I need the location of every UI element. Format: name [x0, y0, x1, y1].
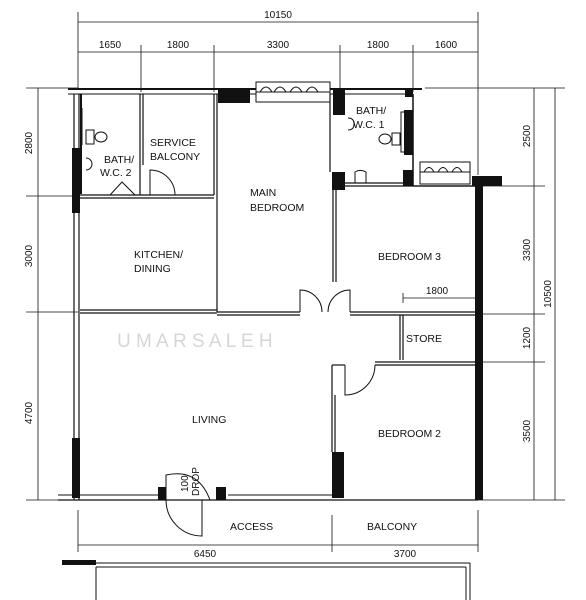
dim-bottom-2: 3700 — [394, 549, 417, 560]
door-bath-2 — [109, 181, 136, 196]
window-bath-1 — [419, 161, 471, 185]
label-bath-wc-2-2: W.C. 2 — [100, 167, 132, 179]
dim-right-total: 10500 — [543, 280, 554, 308]
interior-walls — [80, 94, 478, 452]
label-main-bedroom-1: MAIN — [250, 187, 276, 199]
store-dimension — [402, 293, 475, 303]
door-bath-1 — [354, 170, 367, 183]
watermark: U M A R S A L E H — [117, 331, 273, 352]
dim-right-4: 3500 — [522, 419, 533, 442]
toilet-bath-1 — [378, 132, 401, 146]
label-bedroom-3: BEDROOM 3 — [378, 251, 441, 263]
label-service-balcony-2: BALCONY — [150, 151, 200, 163]
window-bath-1-side — [400, 111, 412, 153]
reference-frame — [62, 560, 471, 600]
label-living: LIVING — [192, 414, 226, 426]
dim-bottom-1: 6450 — [194, 549, 217, 560]
doors — [109, 169, 376, 537]
label-balcony: BALCONY — [367, 521, 417, 533]
drop-marker — [165, 473, 211, 501]
label-store: STORE — [406, 333, 442, 345]
dim-store: 1800 — [426, 286, 449, 297]
dim-top-4: 1800 — [367, 40, 390, 51]
dim-top-total: 10150 — [264, 10, 292, 21]
dim-top-3: 3300 — [267, 40, 290, 51]
dim-left-3: 4700 — [24, 401, 35, 424]
label-service-balcony-1: SERVICE — [150, 137, 196, 149]
window-main-bedroom — [255, 81, 331, 103]
dim-top-5: 1600 — [435, 40, 458, 51]
sink-bath-2 — [85, 157, 93, 171]
dim-right-3: 1200 — [522, 326, 533, 349]
label-kitchen-dining-1: KITCHEN/ — [134, 249, 183, 261]
bottom-dimensions — [77, 510, 479, 552]
toilet-bath-2 — [85, 129, 108, 145]
door-service-balcony — [149, 169, 176, 196]
label-bedroom-2: BEDROOM 2 — [378, 428, 441, 440]
door-entrance — [165, 499, 203, 537]
sink-bath-1 — [347, 117, 355, 131]
right-dimensions — [425, 87, 565, 501]
label-bath-wc-1-1: BATH/ — [356, 105, 386, 117]
label-main-bedroom-2: BEDROOM — [250, 202, 304, 214]
dim-right-1: 2500 — [522, 124, 533, 147]
label-bath-wc-1-2: W.C. 1 — [353, 119, 385, 131]
door-main-bedroom — [299, 289, 323, 313]
door-bedroom-2 — [344, 364, 376, 396]
door-bedroom-3 — [327, 289, 351, 313]
label-access: ACCESS — [230, 521, 273, 533]
dim-right-2: 3300 — [522, 238, 533, 261]
dim-top-2: 1800 — [167, 40, 190, 51]
dim-top-1: 1650 — [99, 40, 122, 51]
columns — [72, 89, 502, 500]
label-drop-1: 100 — [180, 475, 191, 492]
label-bath-wc-2-1: BATH/ — [104, 154, 134, 166]
dim-left-2: 3000 — [24, 244, 35, 267]
dim-left-1: 2800 — [24, 131, 35, 154]
top-dimensions — [77, 12, 479, 175]
label-kitchen-dining-2: DINING — [134, 263, 171, 275]
label-drop-2: DROP — [191, 467, 202, 496]
